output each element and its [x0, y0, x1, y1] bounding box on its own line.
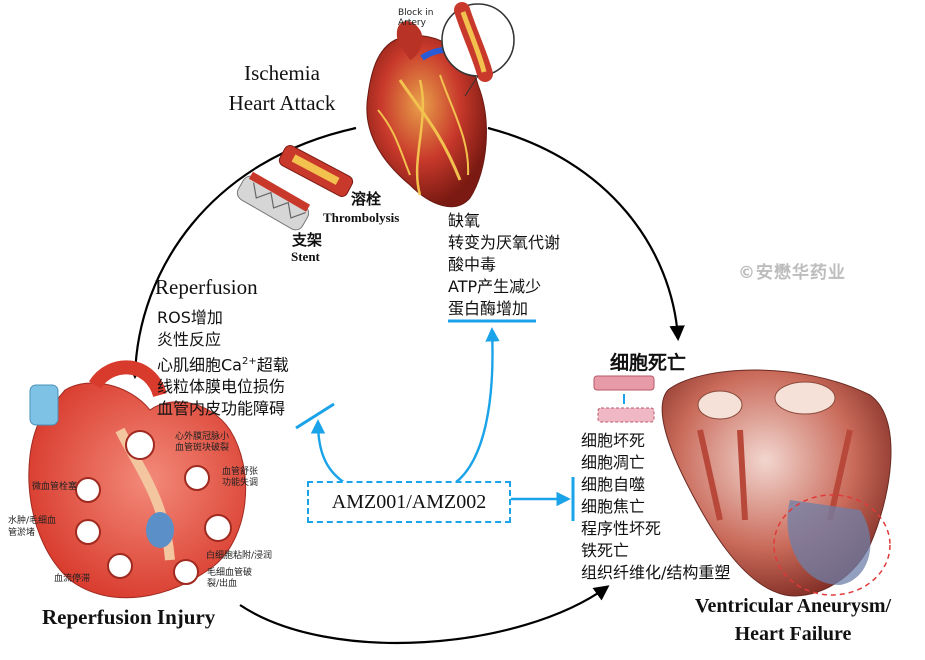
- stent-icon: [236, 171, 311, 231]
- inhibit-arrow-reperfusion: [310, 419, 346, 485]
- arrow-injury-to-outcome: [239, 585, 610, 645]
- ischemia-effects-list: 缺氧 转变为厌氧代谢 酸中毒 ATP产生减少 蛋白酶增加: [448, 210, 560, 320]
- ischemia-effect-item: 酸中毒: [448, 255, 497, 274]
- injury-label-leukocyte: 白细胞粘附/浸润: [206, 551, 273, 561]
- calcium-suffix: 超载: [256, 355, 289, 375]
- injury-label-capillary: 毛细血管破 裂/出血: [207, 568, 252, 590]
- heart-illustration: [366, 20, 487, 208]
- outcome-title: Ventricular Aneurysm/ Heart Failure: [668, 592, 918, 648]
- inhibit-arrow-ischemia: [454, 327, 500, 484]
- cell-death-types-list: 细胞坏死 细胞凋亡 细胞自噬 细胞焦亡 程序性坏死 铁死亡 组织纤维化/结构重塑: [581, 430, 730, 584]
- stent-cn-label: 支架: [292, 231, 323, 249]
- injury-heart: [28, 360, 247, 599]
- cell-death-type-item: 细胞自噬: [581, 475, 646, 494]
- injury-label-epicardial: 心外膜冠脉小 血管斑块破裂: [175, 432, 229, 454]
- arrow-ischemia-to-cell-death: [487, 126, 685, 342]
- cell-death-type-item: 组织纤维化/结构重塑: [581, 563, 731, 582]
- reperfusion-effects-list: ROS增加 炎性反应 心肌细胞Ca2+超载 线粒体膜电位损伤 血管内皮功能障碍: [157, 307, 289, 420]
- reperfusion-title: Reperfusion: [155, 275, 258, 299]
- inset-label-line2: Artery: [398, 18, 426, 28]
- artery-block-inset: [441, 2, 515, 97]
- cell-icon: [593, 375, 655, 423]
- cell-death-type-item: 细胞坏死: [581, 431, 646, 450]
- ischemia-effect-item: 缺氧: [448, 211, 481, 230]
- ischemia-title: Ischemia Heart Attack: [222, 58, 342, 118]
- cell-death-type-item: 细胞凋亡: [581, 453, 646, 472]
- inset-label-line1: Block in: [398, 8, 434, 18]
- outcome-line1: Ventricular Aneurysm/: [694, 595, 892, 617]
- cell-death-type-item: 铁死亡: [581, 541, 630, 560]
- injury-label-microvascular: 微血管栓塞: [32, 482, 78, 492]
- stent-en-label: Stent: [291, 249, 320, 264]
- ischemia-effect-item: 蛋白酶增加: [448, 299, 529, 318]
- injury-label-stasis: 血流停滞: [54, 574, 91, 584]
- reperfusion-effect-item: 炎性反应: [157, 330, 222, 349]
- calcium-text: 心肌细胞Ca: [157, 355, 242, 375]
- artery-inset-label: Block in Artery: [398, 8, 433, 28]
- thrombolysis-vessel-icon: [278, 145, 354, 197]
- injury-label-vasodilation-text: 血管舒张 功能失调: [222, 467, 259, 488]
- ischemia-effect-item: 转变为厌氧代谢: [448, 233, 561, 252]
- injury-label-epicardial-text: 心外膜冠脉小 血管斑块破裂: [175, 432, 230, 453]
- outcome-line2: Heart Failure: [734, 623, 852, 645]
- ischemia-title-line2: Heart Attack: [228, 91, 336, 115]
- injury-label-vasodilation: 血管舒张 功能失调: [222, 467, 258, 489]
- cell-death-title: 细胞死亡: [610, 352, 687, 374]
- ischemia-effect-item: ATP产生减少: [448, 277, 542, 296]
- ischemia-title-line1: Ischemia: [244, 61, 320, 85]
- drug-label: AMZ001/AMZ002: [331, 490, 487, 513]
- injury-label-capillary-text: 毛细血管破 裂/出血: [207, 568, 253, 589]
- cell-death-type-item: 细胞焦亡: [581, 497, 646, 516]
- reperfusion-effect-item: 血管内皮功能障碍: [157, 399, 286, 419]
- injury-label-edema: 水肿/毛细血 管淤堵: [8, 515, 56, 539]
- thrombolysis-en-label: Thrombolysis: [323, 210, 400, 225]
- reperfusion-effect-item-calcium: 心肌细胞Ca2+超载: [157, 351, 289, 376]
- arrow-ischemia-to-reperfusion: [127, 126, 357, 380]
- reperfusion-effect-item: ROS增加: [157, 308, 223, 327]
- watermark: ©安懋华药业: [738, 263, 846, 283]
- drug-box: AMZ001/AMZ002: [307, 481, 511, 523]
- calcium-superscript: 2+: [241, 356, 257, 367]
- inhibit-bar-reperfusion: [295, 402, 335, 430]
- reperfusion-injury-title: Reperfusion Injury: [42, 605, 216, 629]
- thrombolysis-cn-label: 溶栓: [351, 190, 382, 208]
- reperfusion-effect-item: 线粒体膜电位损伤: [157, 377, 286, 397]
- cell-death-type-item: 程序性坏死: [581, 519, 662, 538]
- injury-label-edema-text: 水肿/毛细血 管淤堵: [8, 516, 57, 538]
- ventricle-cross-section: [661, 369, 892, 597]
